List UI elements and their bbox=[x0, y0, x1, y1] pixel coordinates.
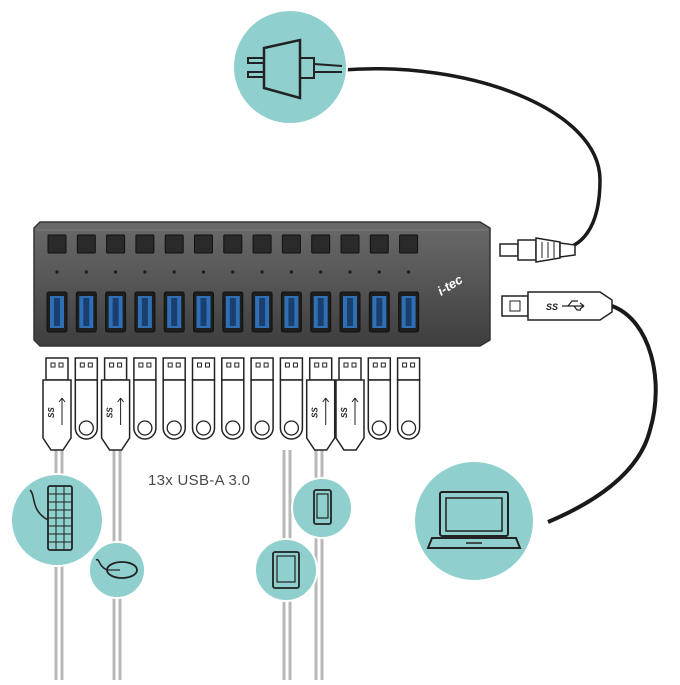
power-switch bbox=[311, 234, 331, 254]
power-switch bbox=[106, 234, 126, 254]
led-indicator bbox=[260, 270, 264, 274]
led-indicator bbox=[55, 270, 59, 274]
laptop-cable bbox=[547, 304, 658, 524]
usb-b-plug-icon: SS bbox=[501, 291, 613, 321]
led-indicator bbox=[201, 270, 206, 274]
power-switch bbox=[164, 234, 184, 254]
usb-flash-drive-icon bbox=[250, 357, 274, 440]
usb-flash-drive-icon bbox=[367, 357, 392, 440]
power-plug-icon bbox=[232, 9, 348, 125]
led-indicator bbox=[143, 270, 147, 274]
power-switch bbox=[252, 234, 272, 254]
usb-port bbox=[339, 291, 361, 333]
power-switch bbox=[369, 234, 389, 254]
keyboard-icon bbox=[10, 473, 104, 567]
usb-port bbox=[368, 291, 390, 333]
usb-a-plug-icon: SS bbox=[42, 357, 72, 451]
power-switch-row bbox=[47, 234, 419, 254]
usb-a-plug-icon: SS bbox=[305, 357, 336, 451]
usb-port bbox=[75, 291, 97, 333]
laptop-icon bbox=[413, 460, 535, 582]
usb-flash-drive-icon bbox=[191, 357, 216, 440]
led-indicator bbox=[348, 270, 352, 274]
usb-flash-drive-icon bbox=[74, 357, 99, 440]
usb-port bbox=[46, 291, 68, 333]
usb-hub-body: i-tec bbox=[33, 221, 491, 347]
ss-label: SS bbox=[47, 407, 56, 418]
led-indicator bbox=[172, 270, 176, 274]
power-switch bbox=[399, 234, 419, 254]
led-row bbox=[55, 270, 411, 274]
usb-a-plug-icon: SS bbox=[335, 357, 365, 451]
usb-a-plug-icon: SS bbox=[100, 357, 131, 451]
power-switch bbox=[223, 234, 243, 254]
power-switch bbox=[340, 234, 360, 254]
led-indicator bbox=[114, 270, 118, 274]
usb-port bbox=[398, 291, 420, 333]
usb-plug-row: SS SS SS SS bbox=[42, 357, 421, 451]
power-switch bbox=[135, 234, 155, 254]
usb-port bbox=[310, 291, 332, 333]
led-indicator bbox=[231, 270, 235, 274]
mouse-icon bbox=[88, 541, 146, 599]
ports-caption: 13x USB-A 3.0 bbox=[148, 472, 251, 489]
usb-port bbox=[105, 291, 127, 333]
usb-flash-drive-icon bbox=[396, 357, 421, 440]
usb-port bbox=[163, 291, 185, 333]
power-switch bbox=[47, 234, 67, 254]
usb-port bbox=[134, 291, 156, 333]
led-indicator bbox=[84, 270, 88, 274]
usb-port bbox=[280, 291, 302, 333]
usb-port bbox=[193, 291, 214, 333]
usb-port bbox=[251, 291, 273, 333]
ss-label: SS bbox=[546, 302, 558, 312]
tablet-icon bbox=[254, 538, 318, 602]
led-indicator bbox=[407, 270, 411, 274]
led-indicator bbox=[289, 270, 293, 274]
power-switch bbox=[76, 234, 96, 254]
led-indicator bbox=[377, 270, 381, 274]
power-switch bbox=[194, 234, 213, 254]
power-cable bbox=[341, 67, 602, 252]
usb-port bbox=[222, 291, 244, 333]
ss-label: SS bbox=[340, 407, 349, 418]
led-indicator bbox=[319, 270, 323, 274]
usb-flash-drive-icon bbox=[221, 357, 245, 440]
ss-label: SS bbox=[106, 407, 115, 418]
usb-port-row bbox=[46, 291, 420, 333]
ss-label: SS bbox=[311, 407, 320, 418]
usb-flash-drive-icon bbox=[133, 357, 157, 440]
usb-flash-drive-icon bbox=[279, 357, 304, 440]
usb-flash-drive-icon bbox=[162, 357, 186, 440]
dc-plug-icon bbox=[499, 237, 576, 263]
phone-icon bbox=[291, 477, 353, 539]
power-switch bbox=[281, 234, 301, 254]
